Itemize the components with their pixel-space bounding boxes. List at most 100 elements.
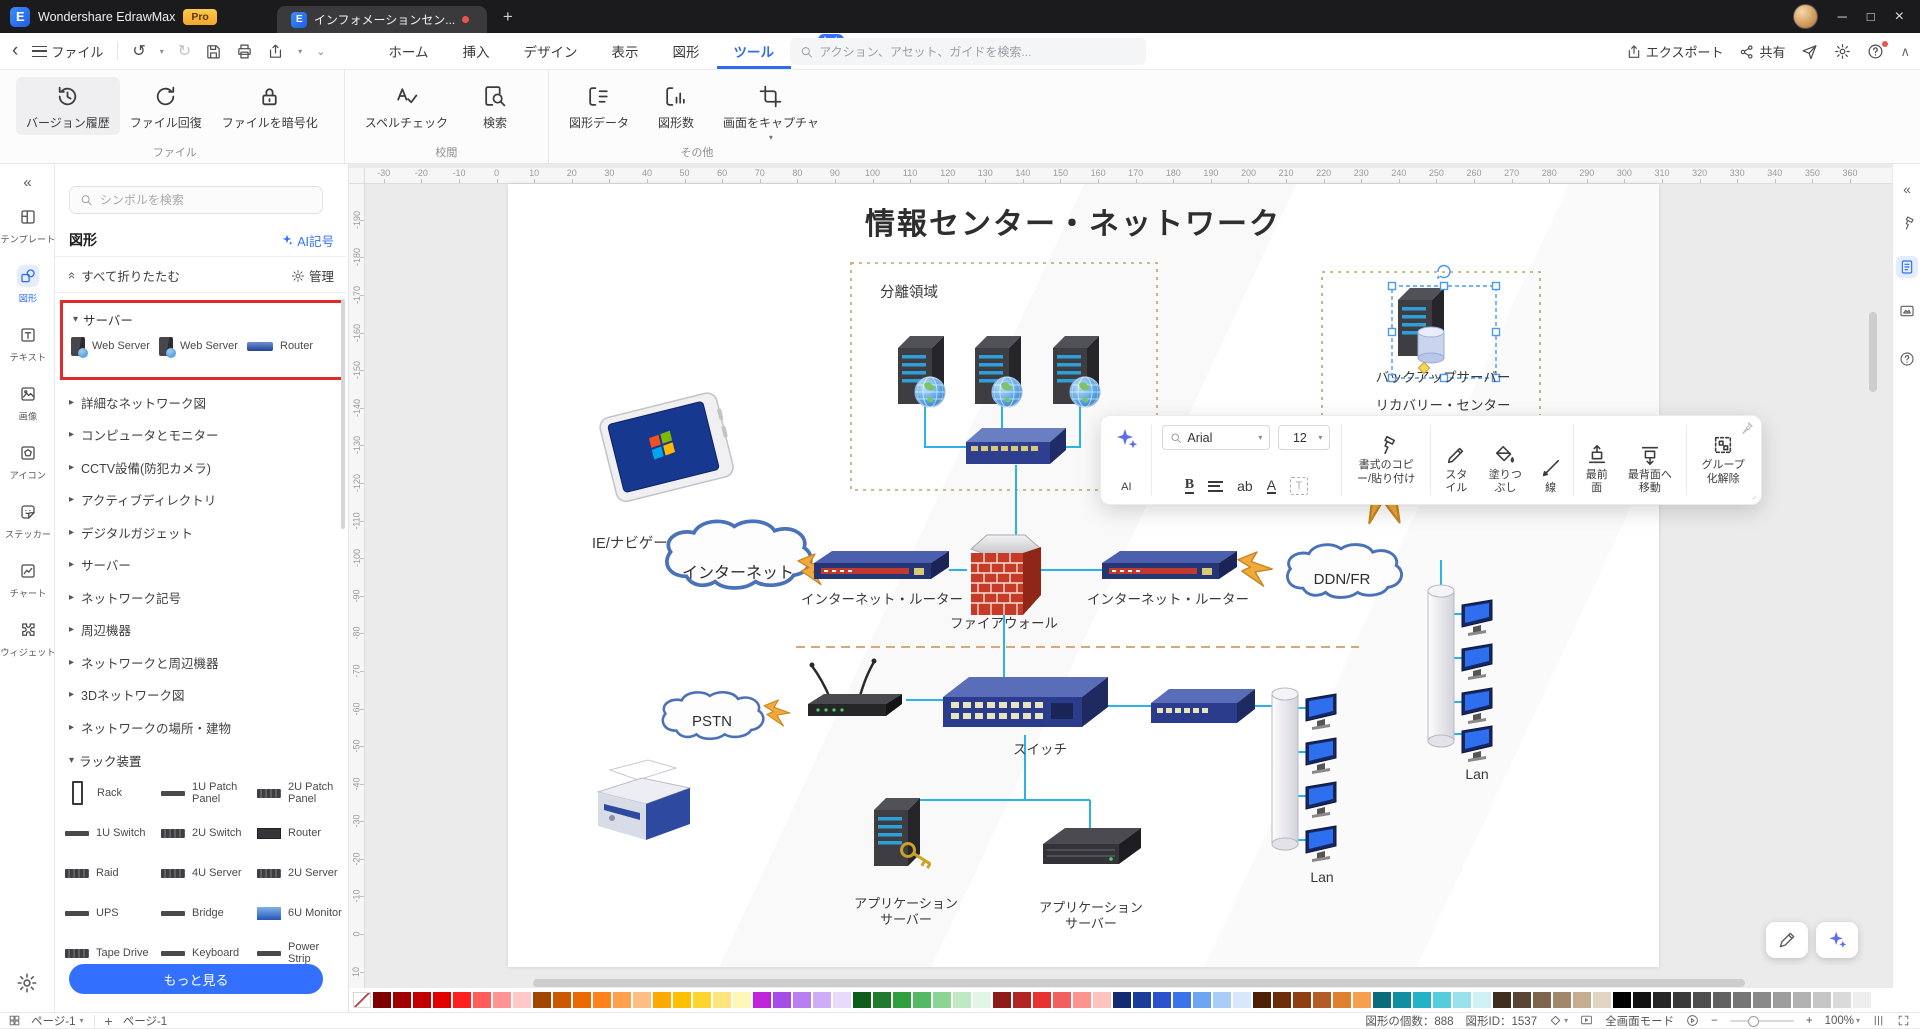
color-swatch[interactable] xyxy=(1853,992,1871,1008)
color-swatch[interactable] xyxy=(1533,992,1551,1008)
file-menu-button[interactable]: ファイル xyxy=(32,42,103,61)
color-swatch[interactable] xyxy=(533,992,551,1008)
pin-icon[interactable] xyxy=(1740,421,1754,435)
color-swatch[interactable] xyxy=(1273,992,1291,1008)
maximize-button[interactable]: □ xyxy=(1866,9,1875,24)
page-grid-icon[interactable] xyxy=(8,1014,21,1027)
color-swatch[interactable] xyxy=(1693,992,1711,1008)
symbol-item[interactable]: Keyboard xyxy=(159,934,255,972)
color-swatch[interactable] xyxy=(393,992,411,1008)
color-swatch[interactable] xyxy=(413,992,431,1008)
drawing-page[interactable] xyxy=(508,184,1659,967)
symbol-item[interactable]: 1U Patch Panel xyxy=(159,774,255,812)
rail-item[interactable]: チャート xyxy=(0,560,55,600)
close-button[interactable]: × xyxy=(1894,7,1904,25)
symbol-category[interactable]: ▸ 周辺機器 xyxy=(69,624,132,639)
color-swatch[interactable] xyxy=(1173,992,1191,1008)
color-swatch[interactable] xyxy=(693,992,711,1008)
fullscreen-mode-label[interactable]: 全画面モード xyxy=(1605,1015,1675,1028)
color-swatch[interactable] xyxy=(1313,992,1331,1008)
color-swatch[interactable] xyxy=(1753,992,1771,1008)
rail-item[interactable]: 画像 xyxy=(0,383,55,423)
snap-toggle[interactable]: ▾ xyxy=(1549,1014,1568,1027)
color-swatch[interactable] xyxy=(593,992,611,1008)
color-swatch[interactable] xyxy=(673,992,691,1008)
color-swatch[interactable] xyxy=(1673,992,1691,1008)
symbol-item[interactable]: 1U Switch xyxy=(63,814,159,852)
color-swatch[interactable] xyxy=(1413,992,1431,1008)
style-panel-button[interactable] xyxy=(1896,212,1918,234)
color-swatch[interactable] xyxy=(433,992,451,1008)
text-box-button[interactable]: T xyxy=(1290,477,1309,495)
symbol-item[interactable]: UPS xyxy=(63,894,159,932)
page-menu[interactable]: ページ-1▾ xyxy=(31,1015,84,1028)
settings-gear-icon[interactable] xyxy=(16,972,38,994)
color-swatch[interactable] xyxy=(1013,992,1031,1008)
undo-button[interactable]: ↺ xyxy=(132,43,146,60)
color-swatch[interactable] xyxy=(1433,992,1451,1008)
color-swatch[interactable] xyxy=(1393,992,1411,1008)
color-swatch[interactable] xyxy=(1153,992,1171,1008)
toolbar-more-button[interactable]: ⌄ xyxy=(316,45,326,58)
color-swatch[interactable] xyxy=(1793,992,1811,1008)
format-painter-button[interactable]: 書式のコピー/貼り付け xyxy=(1353,425,1419,495)
new-tab-button[interactable]: + xyxy=(502,6,513,26)
collapse-all-button[interactable]: «すべて折りたたむ xyxy=(65,270,180,284)
shape-properties-panel-button[interactable] xyxy=(1896,256,1918,278)
quick-export-button[interactable] xyxy=(267,43,284,60)
send-to-back-button[interactable]: 最背面へ移動 xyxy=(1625,444,1674,495)
symbol-item[interactable]: 2U Switch xyxy=(159,814,255,852)
color-swatch[interactable] xyxy=(1733,992,1751,1008)
color-swatch[interactable] xyxy=(713,992,731,1008)
bold-button[interactable]: B xyxy=(1184,477,1195,495)
color-swatch[interactable] xyxy=(1813,992,1831,1008)
color-swatch[interactable] xyxy=(1653,992,1671,1008)
zoom-out-button[interactable]: − xyxy=(1711,1014,1718,1027)
add-page-button[interactable]: + xyxy=(104,1012,113,1029)
symbol-item[interactable]: Router xyxy=(255,814,345,852)
menu-tab[interactable]: デザイン xyxy=(523,45,578,60)
symbol-item[interactable]: 2U Server xyxy=(255,854,345,892)
color-swatch[interactable] xyxy=(733,992,751,1008)
color-swatch[interactable] xyxy=(1573,992,1591,1008)
line-button[interactable]: 線 xyxy=(1540,457,1562,495)
color-swatch[interactable] xyxy=(1473,992,1491,1008)
no-fill-swatch[interactable] xyxy=(353,992,371,1008)
menu-tab[interactable]: ホーム xyxy=(388,45,429,60)
color-swatch[interactable] xyxy=(1293,992,1311,1008)
color-swatch[interactable] xyxy=(1213,992,1231,1008)
print-button[interactable] xyxy=(236,43,253,60)
menu-tab[interactable]: 挿入 xyxy=(462,45,490,60)
ribbon-button[interactable]: ファイルを暗号化 xyxy=(212,77,328,135)
symbol-category[interactable]: ▸ ネットワーク記号 xyxy=(69,591,182,606)
color-swatch[interactable] xyxy=(1713,992,1731,1008)
symbol-item[interactable]: Power Strip xyxy=(255,934,345,972)
color-swatch[interactable] xyxy=(373,992,391,1008)
symbol-item[interactable]: Raid xyxy=(63,854,159,892)
color-swatch[interactable] xyxy=(1593,992,1611,1008)
color-swatch[interactable] xyxy=(493,992,511,1008)
symbol-item[interactable]: 4U Server xyxy=(159,854,255,892)
pan-columns-icon[interactable] xyxy=(1872,1014,1885,1027)
symbol-category[interactable]: ▸ CCTV設備(防犯カメラ) xyxy=(69,461,211,476)
color-swatch[interactable] xyxy=(1353,992,1371,1008)
color-swatch[interactable] xyxy=(653,992,671,1008)
rail-item[interactable]: 図形 xyxy=(0,265,55,305)
color-swatch[interactable] xyxy=(453,992,471,1008)
presentation-icon[interactable] xyxy=(1580,1014,1593,1027)
symbol-item[interactable]: Router xyxy=(245,333,333,360)
page-tab[interactable]: ページ-1 xyxy=(122,1015,168,1028)
color-swatch[interactable] xyxy=(1773,992,1791,1008)
canvas-horizontal-scrollbar[interactable] xyxy=(533,979,1745,987)
menu-tab[interactable]: 表示 xyxy=(611,45,639,60)
symbol-category[interactable]: ▸ ネットワークの場所・建物 xyxy=(69,721,232,736)
ribbon-button[interactable]: 検索 xyxy=(458,77,532,135)
symbol-category[interactable]: ▸ アクティブディレクトリ xyxy=(69,494,217,509)
ribbon-button[interactable]: 図形数 xyxy=(639,77,713,144)
color-swatch[interactable] xyxy=(853,992,871,1008)
ribbon-button[interactable]: 図形データ xyxy=(559,77,639,144)
color-swatch[interactable] xyxy=(553,992,571,1008)
color-swatch[interactable] xyxy=(1113,992,1131,1008)
zoom-level[interactable]: 100%▾ xyxy=(1824,1014,1860,1027)
color-swatch[interactable] xyxy=(1833,992,1851,1008)
